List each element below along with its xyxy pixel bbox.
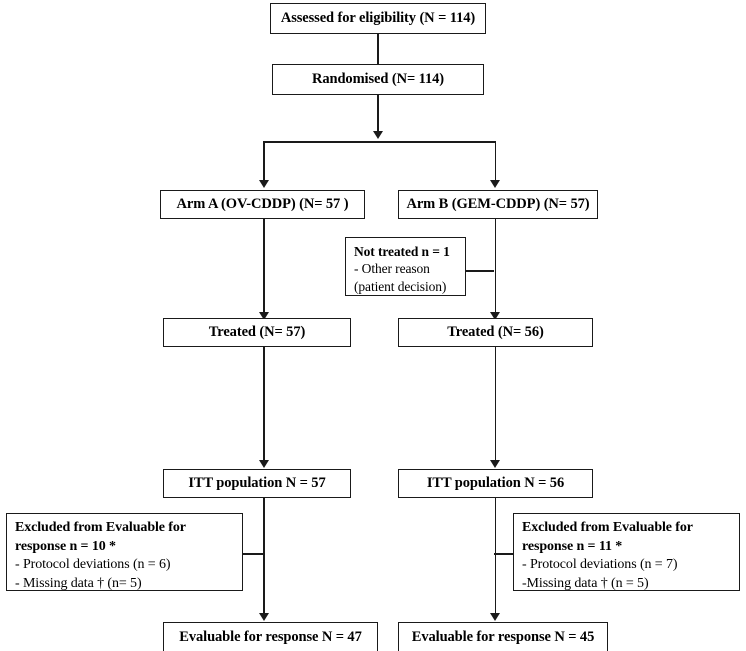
connector-excluded-a-to-line — [243, 553, 264, 555]
node-itt-b-label: ITT population N = 56 — [426, 475, 565, 492]
node-treated-a-label: Treated (N= 57) — [208, 324, 306, 341]
connector-arm-a-to-treated — [263, 219, 265, 317]
node-excluded-a-heading-line1: Excluded from Evaluable for — [15, 520, 186, 535]
connector-split-to-arm-b — [494, 141, 497, 182]
arrowhead-treated-a — [258, 312, 269, 320]
arrowhead-evaluable-a — [258, 613, 269, 621]
node-excluded-a-heading-line2: response n = 10 * — [15, 538, 116, 554]
arrowhead-treated-b — [490, 312, 500, 320]
node-evaluable-b-label: Evaluable for response N = 45 — [411, 629, 595, 646]
node-excluded-b-heading-line1: Excluded from Evaluable for — [522, 520, 693, 535]
arrowhead-arm-a — [258, 180, 269, 188]
node-excluded-a-reason-2: - Missing data † (n= 5) — [15, 575, 142, 591]
node-randomised: Randomised (N= 114) — [272, 64, 484, 95]
arrowhead-itt-a — [258, 460, 269, 468]
connector-not-treated-to-arm-b-line — [466, 270, 494, 272]
connector-itt-a-to-evaluable — [263, 498, 265, 614]
connector-arm-b-to-treated — [494, 219, 497, 317]
arrowhead-itt-b — [490, 460, 500, 468]
arrowhead-arm-b — [490, 180, 500, 188]
node-evaluable-b: Evaluable for response N = 45 — [398, 622, 608, 651]
node-arm-a: Arm A (OV-CDDP) (N= 57 ) — [160, 190, 365, 219]
arrowhead-evaluable-b — [490, 613, 500, 621]
connector-split-bar — [263, 141, 496, 143]
connector-randomised-stem — [377, 95, 379, 133]
connector-treated-b-to-itt — [494, 347, 497, 461]
node-arm-a-label: Arm A (OV-CDDP) (N= 57 ) — [176, 196, 349, 213]
node-itt-a: ITT population N = 57 — [163, 469, 351, 498]
node-assessed-label: Assessed for eligibility (N = 114) — [280, 10, 476, 27]
node-arm-b-label: Arm B (GEM-CDDP) (N= 57) — [406, 196, 590, 213]
node-not-treated-heading: Not treated n = 1 — [354, 244, 450, 259]
node-treated-b-label: Treated (N= 56) — [447, 324, 544, 341]
node-excluded-b: Excluded from Evaluable for response n =… — [513, 513, 740, 591]
node-evaluable-a-label: Evaluable for response N = 47 — [179, 629, 362, 646]
connector-split-to-arm-a — [263, 141, 265, 182]
node-assessed-for-eligibility: Assessed for eligibility (N = 114) — [270, 3, 486, 34]
node-excluded-b-reason-2: -Missing data † (n = 5) — [522, 575, 649, 591]
node-not-treated: Not treated n = 1 - Other reason (patien… — [345, 237, 466, 296]
connector-treated-a-to-itt — [263, 347, 265, 461]
node-arm-b: Arm B (GEM-CDDP) (N= 57) — [398, 190, 598, 219]
node-not-treated-reason-2: (patient decision) — [354, 278, 447, 294]
node-evaluable-a: Evaluable for response N = 47 — [163, 622, 378, 651]
node-not-treated-reason-1: - Other reason — [354, 261, 430, 277]
node-randomised-label: Randomised (N= 114) — [311, 71, 445, 88]
node-excluded-b-reason-1: - Protocol deviations (n = 7) — [522, 557, 678, 573]
node-excluded-a-reason-1: - Protocol deviations (n = 6) — [15, 557, 171, 573]
arrowhead-randomised-stem — [372, 131, 383, 139]
node-excluded-a: Excluded from Evaluable for response n =… — [6, 513, 243, 591]
node-treated-a: Treated (N= 57) — [163, 318, 351, 347]
node-itt-b: ITT population N = 56 — [398, 469, 593, 498]
connector-excluded-b-to-line — [494, 553, 514, 555]
node-excluded-b-heading-line2: response n = 11 * — [522, 538, 623, 554]
connector-assessed-to-randomised — [377, 34, 379, 64]
node-treated-b: Treated (N= 56) — [398, 318, 593, 347]
connector-itt-b-to-evaluable — [494, 498, 497, 614]
node-itt-a-label: ITT population N = 57 — [188, 475, 326, 492]
